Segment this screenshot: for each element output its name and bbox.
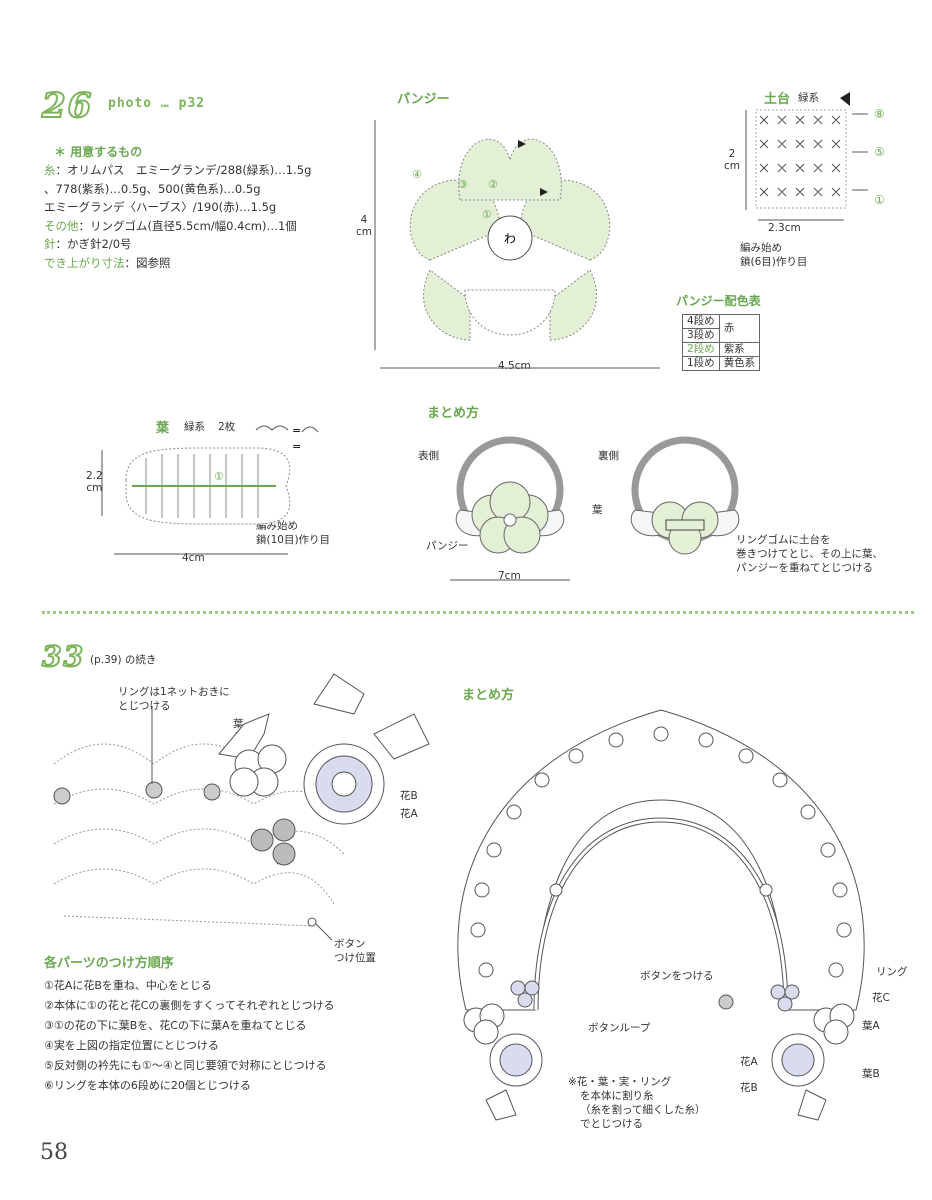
- material-line: でき上がり寸法：図参照: [44, 255, 171, 270]
- note-2: を本体に割り糸: [580, 1090, 654, 1102]
- step-item: ⑥リングを本体の6段めに20個とじつける: [44, 1079, 251, 1092]
- step-item: ⑤反対側の衿先にも①〜④と同じ要領で対称にとじつける: [44, 1059, 327, 1072]
- base-color: 緑系: [798, 92, 819, 104]
- pansy-height: 4 cm: [356, 214, 373, 238]
- steps-title: 各パーツのつけ方順序: [44, 956, 174, 971]
- leaf-width: 4cm: [182, 552, 205, 564]
- material-line: 糸：オリムパス エミーグランデ/288(緑系)…1.5g: [44, 163, 312, 177]
- flower-a-label: 花A: [400, 808, 418, 820]
- assembly-26-title: まとめ方: [427, 406, 480, 421]
- svg-text:③: ③: [458, 178, 468, 191]
- leaf-b-label-2: 葉B: [862, 1068, 880, 1080]
- base-start-note: 編み始め: [740, 242, 782, 254]
- svg-text:①: ①: [874, 193, 885, 207]
- base-height: 2 cm: [724, 148, 741, 172]
- assembly-26-illustration: [450, 436, 740, 581]
- note-3: （糸を割って細くした糸）: [580, 1104, 706, 1116]
- note-4: でとじつける: [580, 1118, 643, 1130]
- svg-text:①: ①: [482, 208, 492, 221]
- steps-list: ①花Aに花Bを重ね、中心をとじる ②本体に①の花と花Cの裏側をすくってそれぞれと…: [44, 976, 335, 1096]
- leaf-label: 葉: [592, 504, 603, 516]
- flower-c-label-2: 花C: [872, 992, 890, 1004]
- pansy-label: パンジー: [426, 540, 469, 552]
- collar-assembly-illustration: [457, 709, 865, 1121]
- svg-text:①: ①: [214, 470, 224, 483]
- project-26-number: 26: [41, 85, 94, 127]
- button-loop-label: ボタンループ: [588, 1022, 651, 1034]
- leaf-count: 2枚: [218, 421, 236, 433]
- pansy-width: 4.5cm: [498, 360, 531, 372]
- color-table-title: パンジー配色表: [676, 294, 761, 308]
- pansy-center-label: わ: [504, 232, 516, 246]
- base-title: 土台: [764, 92, 791, 107]
- svg-text:=: =: [292, 424, 301, 437]
- assembly-note-2: 巻きつけてとじ、その上に葉、: [736, 548, 883, 560]
- svg-text:=: =: [292, 440, 301, 453]
- leaf-height: 2.2 cm: [86, 470, 103, 494]
- leaf-title: 葉: [156, 421, 170, 436]
- flower-a-label-2: 花A: [740, 1056, 758, 1068]
- step-item: ②本体に①の花と花Cの裏側をすくってそれぞれとじつける: [44, 999, 335, 1012]
- materials-list: 糸：オリムパス エミーグランデ/288(緑系)…1.5g 、778(紫系)…0.…: [44, 161, 311, 272]
- pansy-chart: わ ④ ③ ② ①: [374, 120, 660, 369]
- ring-note-2: とじつける: [118, 700, 171, 712]
- svg-text:⑤: ⑤: [874, 145, 885, 159]
- leaf-color: 緑系: [184, 421, 205, 433]
- button-label: ボタン: [334, 938, 366, 950]
- front-label: 表側: [418, 450, 439, 462]
- assembly-width: 7cm: [498, 570, 521, 582]
- button-label-2: つけ位置: [334, 952, 376, 964]
- svg-text:②: ②: [488, 178, 498, 191]
- collar-detail-chart: [53, 673, 430, 941]
- flower-b-label-2: 花B: [740, 1082, 758, 1094]
- step-item: ③①の花の下に葉Bを、花Cの下に葉Aを重ねてとじる: [44, 1019, 307, 1032]
- page-number: 58: [40, 1140, 68, 1165]
- base-width: 2.3cm: [768, 222, 801, 234]
- step-item: ①花Aに花Bを重ね、中心をとじる: [44, 979, 212, 992]
- ring-note-1: リングは1ネットおきに: [118, 686, 230, 698]
- pansy-title: パンジー: [397, 92, 450, 107]
- leaf-a-label-2: 葉A: [862, 1020, 880, 1032]
- color-table: 4段め赤 3段め 2段め紫系 1段め黄色系: [682, 314, 761, 371]
- svg-text:④: ④: [412, 168, 422, 181]
- ring-label: リング: [876, 966, 908, 978]
- svg-text:⑧: ⑧: [874, 107, 885, 121]
- section-divider: [42, 611, 914, 614]
- material-line: その他：リングゴム(直径5.5cm/幅0.4cm)…1個: [44, 218, 297, 233]
- back-label: 裏側: [598, 450, 619, 462]
- leaf-start-note-2: 鎖(10目)作り目: [256, 534, 331, 546]
- step-item: ④実を上図の指定位置にとじつける: [44, 1039, 219, 1052]
- material-line: 針：かぎ針2/0号: [44, 237, 132, 251]
- base-chart: ⑧ ⑤ ①: [745, 92, 885, 221]
- assembly-note-1: リングゴムに土台を: [736, 534, 831, 546]
- assembly-note-3: パンジーを重ねてとじつける: [736, 562, 874, 574]
- button-attach-label: ボタンをつける: [640, 970, 714, 982]
- base-start-note-2: 鎖(6目)作り目: [740, 256, 808, 268]
- leaf-chart: = = ①: [101, 424, 319, 555]
- project-33-number: 33: [41, 639, 85, 674]
- flower-b-label: 花B: [400, 790, 418, 802]
- note-1: ※花・葉・実・リング: [568, 1076, 672, 1088]
- photo-reference: photo … p32: [108, 96, 206, 111]
- materials-heading: ＊ 用意するもの: [54, 145, 143, 159]
- material-line: エミーグランデ〈ハーブス〉/190(赤)…1.5g: [44, 200, 277, 214]
- continued-note: (p.39) の続き: [90, 654, 157, 666]
- material-line: 、778(紫系)…0.5g、500(黄色系)…0.5g: [44, 181, 261, 196]
- assembly-33-title: まとめ方: [462, 688, 515, 703]
